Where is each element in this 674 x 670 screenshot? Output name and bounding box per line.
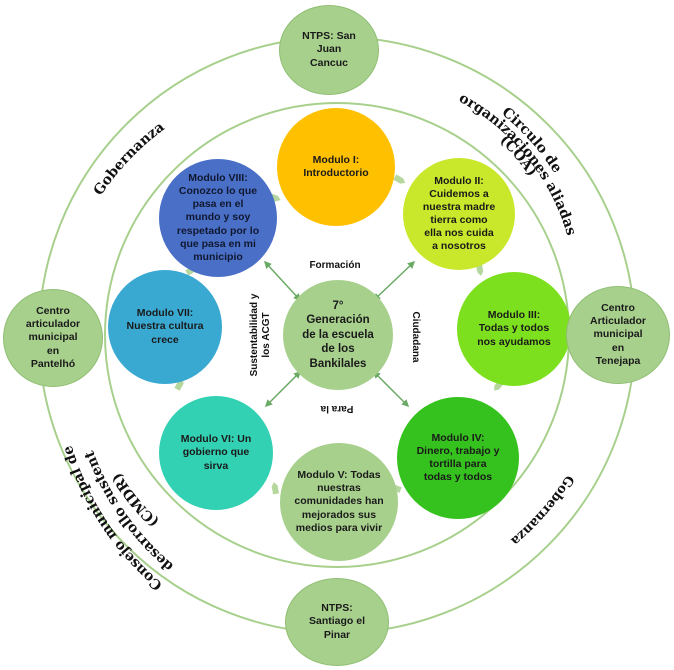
ring-label-gobernanza-top-left: Gobernanza <box>91 119 168 198</box>
outer-node-left: Centro articulador municipal en Pantelhó <box>3 289 103 387</box>
connector-arrow <box>264 370 302 408</box>
svg-text:los ACGT: los ACGT <box>261 312 272 357</box>
module-7-circle: Modulo VII: Nuestra cultura crece <box>108 270 222 384</box>
flow-chevron <box>174 378 184 391</box>
center-circle: 7° Generación de la escuela de los Banki… <box>283 280 393 390</box>
outer-node-right: Centro Articulador municipal en Tenejapa <box>566 286 670 384</box>
module-2-circle: Modulo II: Cuidemos a nuestra madre tier… <box>403 158 515 270</box>
inner-label-para-la: Para la <box>320 403 353 414</box>
module-3-circle: Modulo III: Todas y todos nos ayudamos <box>457 272 571 386</box>
outer-node-top: NTPS: San Juan Cancuc <box>279 5 379 95</box>
module-6-circle: Modulo VI: Un gobierno que sirva <box>159 396 273 510</box>
flow-chevron <box>393 174 406 184</box>
connector-arrow <box>263 260 302 302</box>
module-5-circle: Modulo V: Todas nuestras comunidades han… <box>280 443 398 561</box>
inner-label-ciudadana: Ciudadana <box>410 311 421 363</box>
ring-label-gobernanza-bottom-right: Gobernanza <box>507 472 576 548</box>
module-1-circle: Modulo I: Introductorio <box>277 108 395 226</box>
module-8-circle: Modulo VIII: Conozco lo que pasa en el m… <box>159 159 277 277</box>
inner-label-formacion: Formación <box>309 260 360 271</box>
module-4-circle: Modulo IV: Dinero, trabajo y tortilla pa… <box>397 397 519 519</box>
connector-arrow <box>372 370 410 408</box>
outer-node-bottom: NTPS: Santiago el Pinar <box>285 578 389 666</box>
connector-arrow <box>372 260 416 302</box>
svg-text:Sustentabilidad y: Sustentabilidad y <box>249 293 260 376</box>
inner-label-sustentabilidad: Sustentabilidad y los ACGT <box>249 293 272 376</box>
flow-chevron <box>271 482 279 495</box>
